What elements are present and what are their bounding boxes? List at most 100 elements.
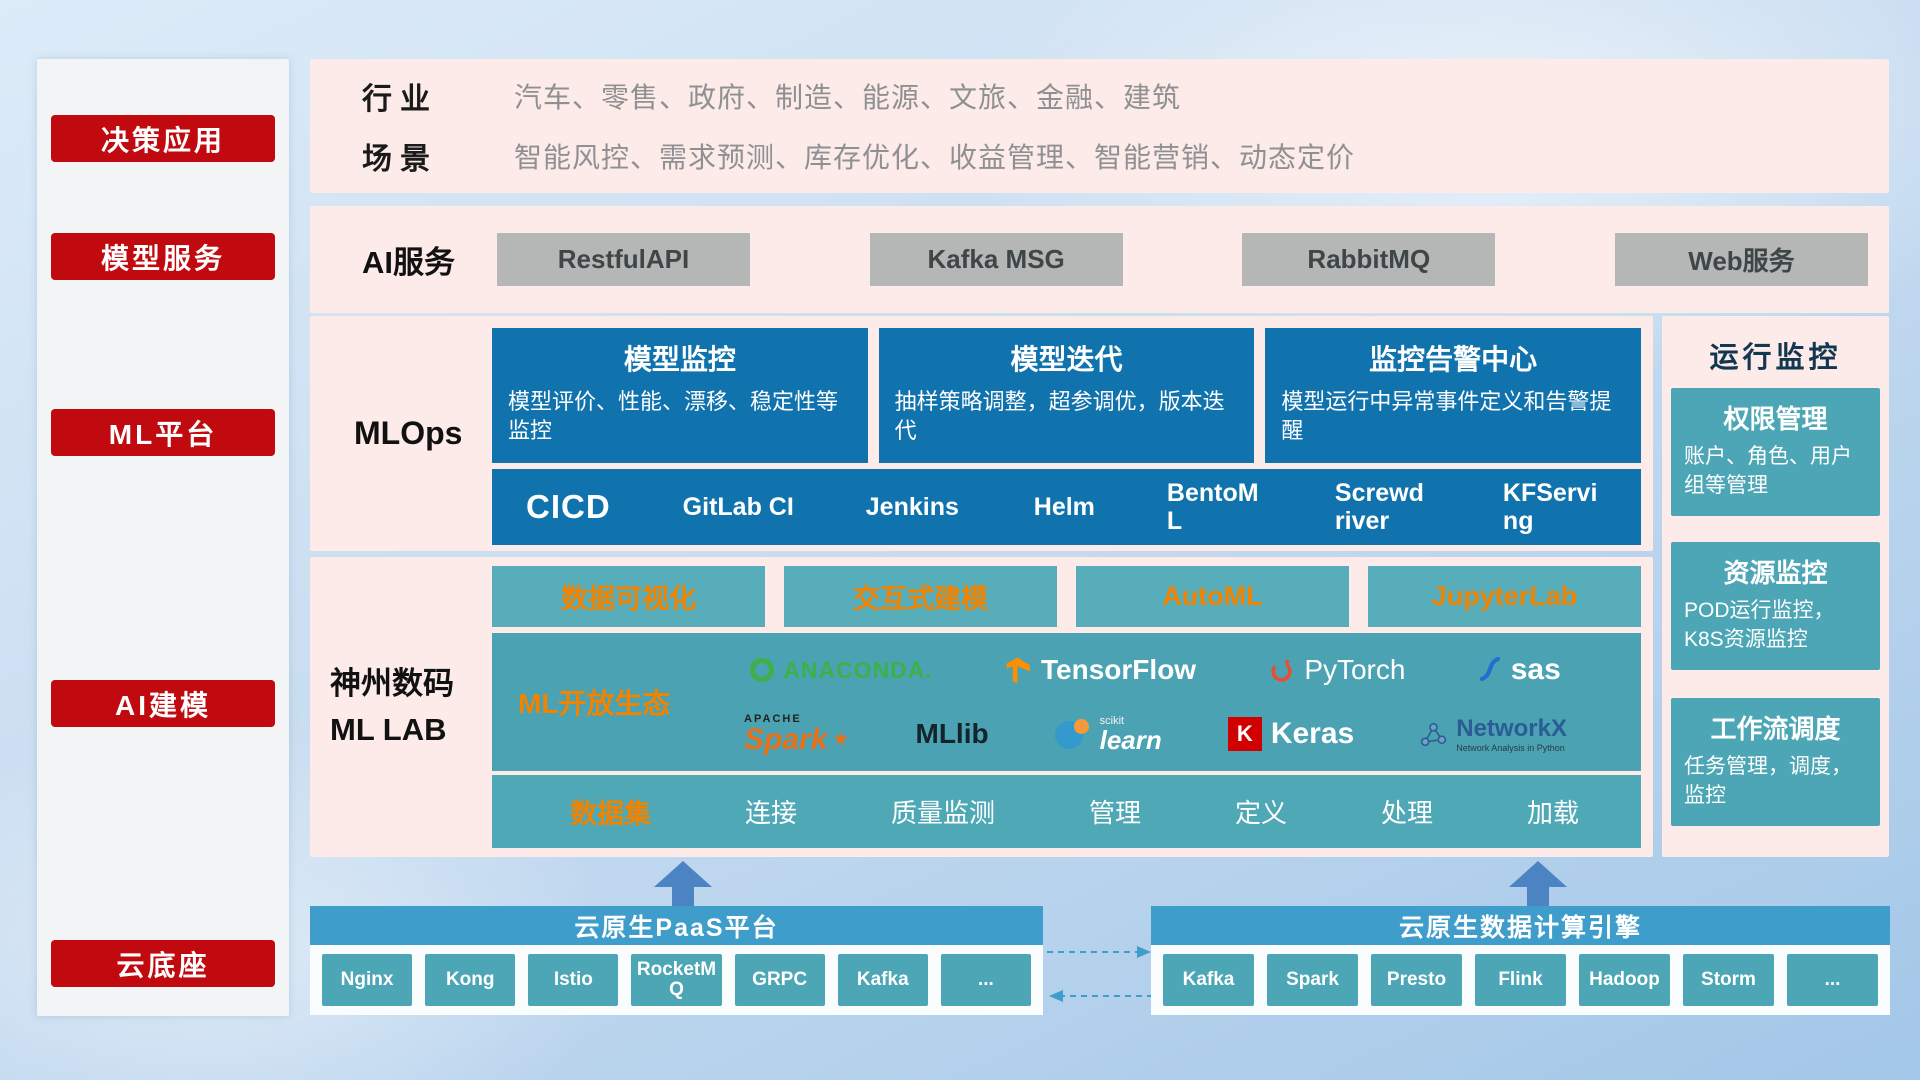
rocketmq-chip: RocketMQ <box>631 954 722 1006</box>
mlops-panel: MLOps 模型监控 模型评价、性能、漂移、稳定性等监控 模型迭代 抽样策略调整… <box>310 316 1653 551</box>
up-arrow-left <box>654 861 712 906</box>
card-title: 权限管理 <box>1723 404 1828 434</box>
scenario-values: 智能风控、需求预测、库存优化、收益管理、智能营销、动态定价 <box>514 142 1356 173</box>
learn-text: learn <box>1099 724 1162 755</box>
mllab-content: 数据可视化 交互式建模 AutoML JupyterLab ML开放生态 ANA… <box>492 557 1641 857</box>
keras-icon: K <box>1227 717 1262 751</box>
sidebar-item-ml-platform: ML平台 <box>51 409 275 456</box>
mllib-logo: MLlib <box>916 718 989 750</box>
alert-center-card: 监控告警中心 模型运行中异常事件定义和告警提醒 <box>1265 328 1642 463</box>
mllib-text: MLlib <box>915 718 989 749</box>
restfulapi-chip: RestfulAPI <box>497 233 750 286</box>
keras-logo: K Keras <box>1227 717 1354 751</box>
spark-chip: Spark <box>1267 954 1358 1006</box>
ml-ecosystem-box: ML开放生态 ANACONDA. TensorFlow PyTorch <box>492 633 1641 771</box>
data-visualization-chip: 数据可视化 <box>492 566 765 627</box>
card-desc: 抽样策略调整，超参调优，版本迭代 <box>894 389 1225 444</box>
scikit-learn-logo: scikit learn <box>1054 714 1162 755</box>
dataset-label: 数据集 <box>570 799 651 829</box>
card-desc: 账户、角色、用户组等管理 <box>1684 445 1852 497</box>
model-monitoring-card: 模型监控 模型评价、性能、漂移、稳定性等监控 <box>492 328 868 463</box>
ecosystem-logos: ANACONDA. TensorFlow PyTorch sas <box>678 640 1641 764</box>
up-arrow-right <box>1509 861 1567 906</box>
storm-chip: Storm <box>1683 954 1774 1006</box>
mlops-label: MLOps <box>354 415 463 451</box>
cicd-label: CICD <box>526 488 611 525</box>
mllab-label: 神州数码 ML LAB <box>330 557 454 857</box>
gitlab-ci-item: GitLab CI <box>682 492 794 521</box>
anaconda-text: ANACONDA. <box>783 656 933 683</box>
tensorflow-logo: TensorFlow <box>1005 654 1196 686</box>
networkx-text: NetworkX <box>1456 715 1567 743</box>
sidebar-item-model-service: 模型服务 <box>51 233 275 280</box>
more-chip: ... <box>1787 954 1878 1006</box>
card-title: 监控告警中心 <box>1369 344 1538 375</box>
spark-logo: APACHE Spark ★ <box>744 713 850 755</box>
card-desc: POD运行监控，K8S资源监控 <box>1684 599 1835 651</box>
scenario-row: 场景 智能风控、需求预测、库存优化、收益管理、智能营销、动态定价 <box>310 134 1889 178</box>
data-engine-group: 云原生数据计算引擎 Kafka Spark Presto Flink Hadoo… <box>1151 906 1890 1015</box>
card-title: 模型迭代 <box>1010 344 1123 375</box>
spark-star-icon: ★ <box>832 728 850 750</box>
spark-text-stack: APACHE Spark <box>744 713 827 755</box>
logo-row-2: APACHE Spark ★ MLlib scikit learn <box>678 704 1633 764</box>
dataset-item-process: 处理 <box>1380 798 1433 828</box>
cicd-bar: CICD GitLab CI Jenkins Helm BentoML Scre… <box>492 469 1641 545</box>
logo-row-1: ANACONDA. TensorFlow PyTorch sas <box>678 640 1633 700</box>
web-service-chip: Web服务 <box>1614 233 1868 286</box>
mllab-panel: 神州数码 ML LAB 数据可视化 交互式建模 AutoML JupyterLa… <box>310 557 1653 857</box>
more-chip: ... <box>940 954 1031 1006</box>
helm-item: Helm <box>1033 492 1095 521</box>
anaconda-icon <box>750 658 775 682</box>
sas-logo: sas <box>1478 653 1561 687</box>
paas-platform-chips: Nginx Kong Istio RocketMQ GRPC Kafka ... <box>310 945 1043 1015</box>
card-title: 模型监控 <box>623 344 736 375</box>
sas-icon <box>1479 656 1500 682</box>
rabbitmq-chip: RabbitMQ <box>1242 233 1496 286</box>
scikit-text: scikit <box>1099 714 1125 727</box>
kong-chip: Kong <box>425 954 516 1006</box>
kfserving-item: KFServing <box>1502 479 1598 535</box>
left-nav: 决策应用 模型服务 ML平台 AI建模 云底座 <box>37 59 289 1016</box>
dataset-item-quality: 质量监测 <box>890 798 995 828</box>
istio-chip: Istio <box>528 954 619 1006</box>
data-flow-arrows <box>1047 946 1153 1002</box>
resource-monitoring-card: 资源监控 POD运行监控，K8S资源监控 <box>1671 542 1880 670</box>
mllab-label-line1: 神州数码 <box>330 665 454 701</box>
model-iteration-card: 模型迭代 抽样策略调整，超参调优，版本迭代 <box>878 328 1255 463</box>
dataset-item-load: 加载 <box>1526 798 1579 828</box>
data-engine-bar: 云原生数据计算引擎 <box>1151 906 1890 945</box>
sas-text: sas <box>1510 653 1561 686</box>
networkx-logo: NetworkX Network Analysis in Python <box>1420 715 1567 753</box>
kafka-chip: Kafka <box>1163 954 1254 1006</box>
industry-row: 行业 汽车、零售、政府、制造、能源、文旅、金融、建筑 <box>310 74 1889 118</box>
kafka-msg-chip: Kafka MSG <box>869 233 1123 286</box>
card-desc: 模型评价、性能、漂移、稳定性等监控 <box>508 389 839 444</box>
ai-service-panel: AI服务 RestfulAPI Kafka MSG RabbitMQ Web服务 <box>310 206 1889 313</box>
bentoml-item: BentoML <box>1166 479 1259 535</box>
automl-chip: AutoML <box>1076 566 1349 627</box>
pytorch-logo: PyTorch <box>1268 654 1405 686</box>
decision-application-panel: 行业 汽车、零售、政府、制造、能源、文旅、金融、建筑 场景 智能风控、需求预测、… <box>310 59 1889 193</box>
pytorch-icon <box>1271 659 1292 682</box>
dataset-item-define: 定义 <box>1234 798 1287 828</box>
ml-ecosystem-label: ML开放生态 <box>518 688 671 719</box>
presto-chip: Presto <box>1371 954 1462 1006</box>
ai-service-buttons: RestfulAPI Kafka MSG RabbitMQ Web服务 <box>497 233 1868 286</box>
interactive-modeling-chip: 交互式建模 <box>784 566 1057 627</box>
sidebar-item-decision-app: 决策应用 <box>51 115 275 162</box>
flink-chip: Flink <box>1475 954 1566 1006</box>
tensorflow-text: TensorFlow <box>1041 654 1197 685</box>
scikit-learn-text-stack: scikit learn <box>1099 714 1162 755</box>
industry-values: 汽车、零售、政府、制造、能源、文旅、金融、建筑 <box>514 82 1182 113</box>
paas-platform-group: 云原生PaaS平台 Nginx Kong Istio RocketMQ GRPC… <box>310 906 1043 1015</box>
sidebar-item-ai-modeling: AI建模 <box>51 680 275 727</box>
dataset-item-manage: 管理 <box>1088 798 1141 828</box>
workflow-scheduling-card: 工作流调度 任务管理，调度，监控 <box>1671 698 1880 826</box>
dataset-item-connect: 连接 <box>744 798 797 828</box>
networkx-text-stack: NetworkX Network Analysis in Python <box>1456 715 1567 753</box>
runtime-monitoring-title: 运行监控 <box>1709 342 1842 374</box>
nginx-chip: Nginx <box>322 954 413 1006</box>
card-desc: 模型运行中异常事件定义和告警提醒 <box>1281 389 1612 444</box>
mllab-label-line2: ML LAB <box>330 712 447 747</box>
